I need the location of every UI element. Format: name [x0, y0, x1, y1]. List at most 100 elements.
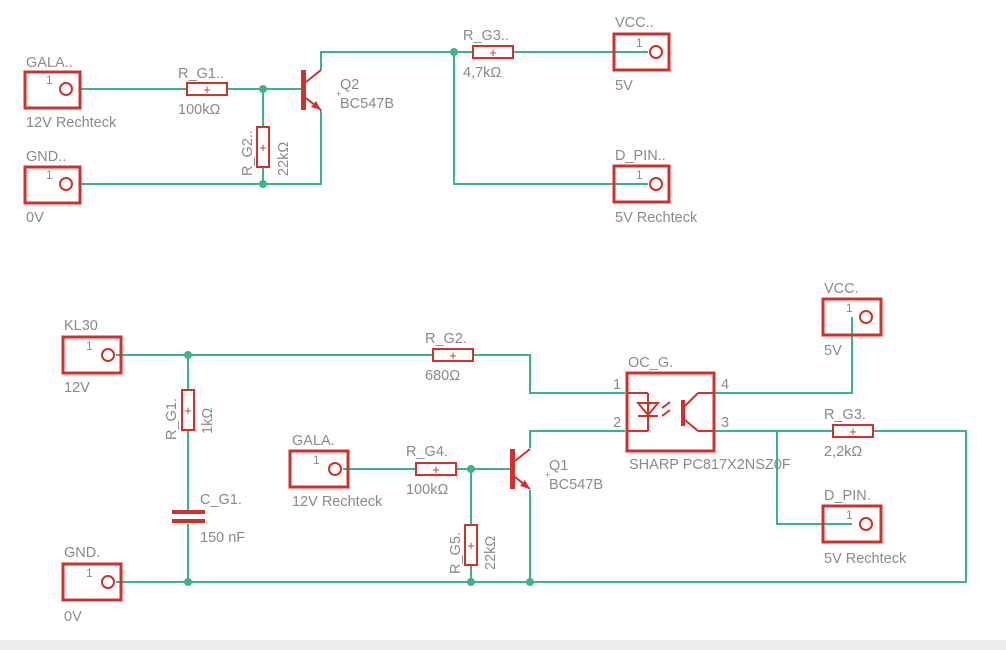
pin-number: 3 — [721, 415, 729, 431]
connector-name: VCC.. — [615, 15, 654, 31]
transistor-q2[interactable]: + Q2 BC547B — [301, 69, 394, 112]
pin-number: 4 — [721, 377, 729, 393]
resistor-value: 100kΩ — [406, 482, 448, 498]
light-arrow-icon — [661, 409, 671, 417]
junction-dot — [526, 578, 534, 586]
connector-gnd-bottom[interactable]: 1 GND. 0V — [61, 545, 123, 625]
pin-number: 1 — [313, 453, 320, 467]
junction-dot — [184, 578, 192, 586]
resistor-value: 4,7kΩ — [463, 65, 501, 81]
resistor-mark: + — [432, 462, 440, 477]
resistor-mark: + — [467, 538, 475, 553]
resistor-value: 680Ω — [425, 368, 460, 384]
connector-name: GALA.. — [26, 55, 73, 71]
transistor-value: BC547B — [549, 477, 603, 493]
connector-kl30[interactable]: 1 KL30 12V — [61, 318, 123, 396]
connector-value: 12V Rechteck — [292, 494, 383, 510]
status-bar — [0, 640, 1006, 650]
connector-value: 0V — [26, 210, 44, 226]
connector-gala-bottom[interactable]: 1 GALA. 12V Rechteck — [288, 433, 383, 510]
resistor-rg1-bottom[interactable]: + R_G1. 1kΩ — [164, 389, 216, 440]
optocoupler-value: SHARP PC817X2NSZ0F — [629, 457, 791, 473]
resistor-value: 1kΩ — [200, 408, 216, 434]
connector-value: 5V Rechteck — [615, 210, 698, 226]
pin-number: 1 — [846, 508, 853, 522]
connector-dpin-bottom[interactable]: 1 D_PIN. 5V Rechteck — [821, 488, 907, 567]
phototransistor-collector — [684, 392, 699, 407]
resistor-mark: + — [184, 403, 192, 418]
transistor-plus: + — [336, 89, 341, 99]
resistor-value: 22kΩ — [276, 142, 292, 176]
resistor-rg3-bottom[interactable]: + R_G3. 2,2kΩ — [824, 407, 874, 460]
connector-name: D_PIN.. — [615, 148, 666, 164]
resistor-name: R_G2. — [425, 331, 467, 347]
connector-value: 12V — [64, 380, 90, 396]
connector-name: GND.. — [26, 149, 66, 165]
optocoupler-name: OC_G. — [628, 355, 673, 371]
resistor-mark: + — [489, 45, 497, 60]
resistor-value: 100kΩ — [178, 102, 220, 118]
phototransistor-base — [681, 400, 685, 426]
pin-number: 1 — [46, 168, 53, 182]
resistor-name: R_G5. — [448, 532, 464, 574]
resistor-name: R_G1. — [164, 398, 180, 440]
junction-dot — [259, 85, 267, 93]
connector-vcc-top[interactable]: 1 VCC.. 5V — [612, 15, 671, 94]
resistor-value: 2,2kΩ — [824, 444, 862, 460]
optocoupler-ocg[interactable]: 1 2 3 4 OC_G. SHARP PC817X2NSZ0F — [613, 355, 791, 473]
connector-value: 5V Rechteck — [824, 551, 907, 567]
connector-name: KL30 — [64, 318, 98, 334]
resistor-rg2-top[interactable]: + R_G2.. 22kΩ — [240, 126, 292, 176]
connector-value: 5V — [824, 343, 842, 359]
phototransistor-emitter — [684, 419, 699, 432]
led-icon — [635, 402, 661, 417]
light-arrow-icon — [661, 401, 671, 409]
transistor-value: BC547B — [340, 96, 394, 112]
connector-gnd-top[interactable]: 1 GND.. 0V — [23, 149, 82, 226]
connector-gala-top[interactable]: 1 GALA.. 12V Rechteck — [23, 55, 117, 131]
junction-dot — [467, 465, 475, 473]
connector-name: VCC. — [824, 281, 859, 297]
pin-number: 1 — [636, 168, 643, 182]
resistor-name: R_G2.. — [240, 130, 256, 176]
junction-dot — [467, 578, 475, 586]
capacitor-cg1[interactable]: C_G1. 150 nF — [172, 492, 245, 546]
transistor-plus: + — [545, 470, 550, 480]
resistor-rg2-bottom[interactable]: + R_G2. 680Ω — [425, 331, 474, 384]
pin-number: 2 — [613, 415, 621, 431]
connector-value: 0V — [64, 609, 82, 625]
pin-number: 1 — [636, 36, 643, 50]
resistor-rg5-bottom[interactable]: + R_G5. 22kΩ — [448, 524, 499, 574]
transistor-name: Q1 — [549, 458, 568, 474]
resistor-mark: + — [259, 140, 267, 155]
junction-dot — [184, 351, 192, 359]
pin-number: 1 — [86, 566, 93, 580]
pin-number: 1 — [46, 73, 53, 87]
resistor-rg1-top[interactable]: + R_G1.. 100kΩ — [178, 66, 228, 118]
transistor-q1[interactable]: + Q1 BC547B — [510, 448, 603, 493]
resistor-mark: + — [449, 348, 457, 363]
wires-bottom — [116, 317, 967, 583]
connector-value: 5V — [615, 78, 633, 94]
resistor-rg3-top[interactable]: + R_G3.. 4,7kΩ — [463, 28, 514, 81]
capacitor-value: 150 nF — [200, 530, 245, 546]
connector-name: D_PIN. — [824, 488, 871, 504]
resistor-mark: + — [849, 424, 857, 439]
resistor-rg4-bottom[interactable]: + R_G4. 100kΩ — [406, 444, 457, 498]
connector-dpin-top[interactable]: 1 D_PIN.. 5V Rechteck — [612, 148, 698, 226]
pin-number: 1 — [846, 301, 853, 315]
resistor-mark: + — [203, 82, 211, 97]
resistor-name: R_G4. — [406, 444, 448, 460]
pin-number: 1 — [613, 377, 621, 393]
capacitor-name: C_G1. — [200, 492, 242, 508]
wires-top — [80, 51, 648, 185]
pin-number: 1 — [86, 339, 93, 353]
connector-value: 12V Rechteck — [26, 115, 117, 131]
connector-vcc-bottom[interactable]: 1 VCC. 5V — [821, 281, 883, 359]
connector-name: GALA. — [292, 433, 335, 449]
connector-name: GND. — [64, 545, 100, 561]
resistor-name: R_G1.. — [178, 66, 224, 82]
junction-dot — [259, 180, 267, 188]
resistor-value: 22kΩ — [483, 536, 499, 570]
